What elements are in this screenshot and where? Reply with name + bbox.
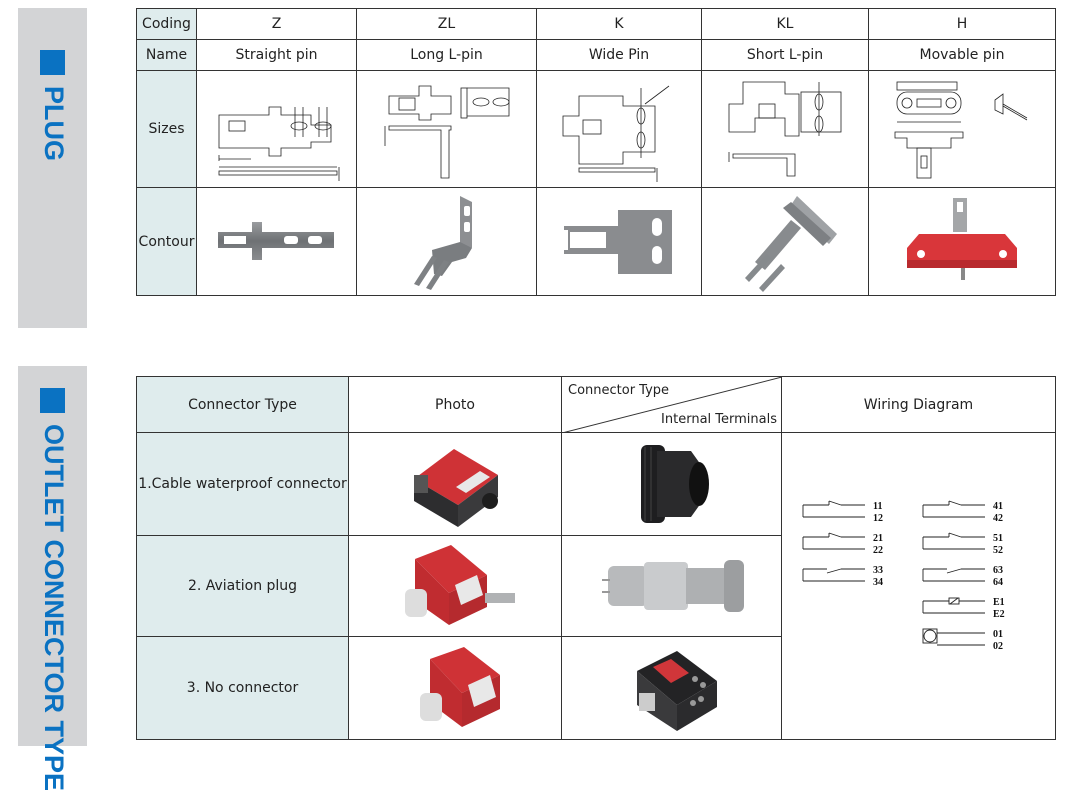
terminal-label: 42: [993, 513, 1003, 524]
name-cell: Straight pin: [196, 39, 357, 71]
coding-cell: KL: [701, 8, 869, 40]
name-cell: Movable pin: [868, 39, 1056, 71]
diag-header-top: Connector Type: [568, 383, 670, 398]
sizes-label: Sizes: [136, 70, 197, 188]
straight-pin-photo: [196, 187, 357, 296]
terminal-block-photo: [561, 636, 782, 740]
connector-type-header: Connector Type: [136, 376, 349, 433]
terminal-label: 52: [993, 545, 1003, 556]
internal-terminals-header: Connector Type Internal Terminals: [561, 376, 782, 433]
terminal-label: E2: [993, 609, 1005, 620]
name-cell: Wide Pin: [536, 39, 702, 71]
sizes-row: Sizes: [136, 70, 1056, 188]
plug-table: Coding Z ZL K KL H Name Straight pin Lon…: [136, 8, 1056, 296]
outlet-section-title: OUTLET CONNECTOR TYPE: [39, 424, 69, 791]
connector-type-label: 3. No connector: [136, 636, 349, 740]
terminal-label: 41: [993, 501, 1003, 512]
terminal-label: 64: [993, 577, 1003, 588]
terminal-label: 22: [873, 545, 883, 556]
terminal-label: 21: [873, 533, 883, 544]
name-row: Name Straight pin Long L-pin Wide Pin Sh…: [136, 39, 1056, 71]
plug-section-title: PLUG: [39, 86, 69, 162]
connector-type-label: 2. Aviation plug: [136, 535, 349, 637]
wide-pin-photo: [536, 187, 702, 296]
wiring-diagram-header: Wiring Diagram: [781, 376, 1056, 433]
terminal-label: 33: [873, 565, 883, 576]
coding-cell: H: [868, 8, 1056, 40]
diag-header-bottom: Internal Terminals: [661, 412, 777, 427]
section-marker-icon: [40, 50, 65, 75]
outlet-header-row: Connector Type Photo Connector Type Inte…: [136, 376, 1056, 433]
movable-pin-dimension-drawing: [868, 70, 1056, 188]
name-cell: Long L-pin: [356, 39, 537, 71]
photo-header: Photo: [348, 376, 562, 433]
section-marker-icon: [40, 388, 65, 413]
long-l-pin-photo: [356, 187, 537, 296]
outlet-connector-table: Connector Type Photo Connector Type Inte…: [136, 376, 1056, 740]
wide-pin-dimension-drawing: [536, 70, 702, 188]
cable-gland-photo: [561, 432, 782, 536]
long-l-pin-dimension-drawing: [356, 70, 537, 188]
coding-cell: ZL: [356, 8, 537, 40]
terminal-label: 11: [873, 501, 882, 512]
no-connector-switch-photo: [348, 636, 562, 740]
terminal-label: 02: [993, 641, 1003, 652]
straight-pin-dimension-drawing: [196, 70, 357, 188]
name-cell: Short L-pin: [701, 39, 869, 71]
connector-row: 3. No connector: [136, 636, 1056, 740]
aviation-plug-photo: [561, 535, 782, 637]
terminal-label: E1: [993, 597, 1005, 608]
short-l-pin-dimension-drawing: [701, 70, 869, 188]
connector-row: 2. Aviation plug: [136, 535, 1056, 637]
plug-section-tab: PLUG: [18, 8, 87, 328]
terminal-label: 51: [993, 533, 1003, 544]
outlet-section-tab: OUTLET CONNECTOR TYPE: [18, 366, 87, 791]
coding-cell: K: [536, 8, 702, 40]
contour-label: Contour: [136, 187, 197, 296]
cable-waterproof-switch-photo: [348, 432, 562, 536]
terminal-label: 63: [993, 565, 1003, 576]
coding-cell: Z: [196, 8, 357, 40]
terminal-label: 01: [993, 629, 1003, 640]
coding-label: Coding: [136, 8, 197, 40]
terminal-label: 12: [873, 513, 883, 524]
aviation-plug-switch-photo: [348, 535, 562, 637]
name-label: Name: [136, 39, 197, 71]
contour-row: Contour: [136, 187, 1056, 296]
diagonal-divider: [562, 377, 782, 433]
short-l-pin-photo: [701, 187, 869, 296]
connector-type-label: 1.Cable waterproof connector: [136, 432, 349, 536]
movable-pin-photo: [868, 187, 1056, 296]
terminal-label: 34: [873, 577, 883, 588]
coding-row: Coding Z ZL K KL H: [136, 8, 1056, 40]
